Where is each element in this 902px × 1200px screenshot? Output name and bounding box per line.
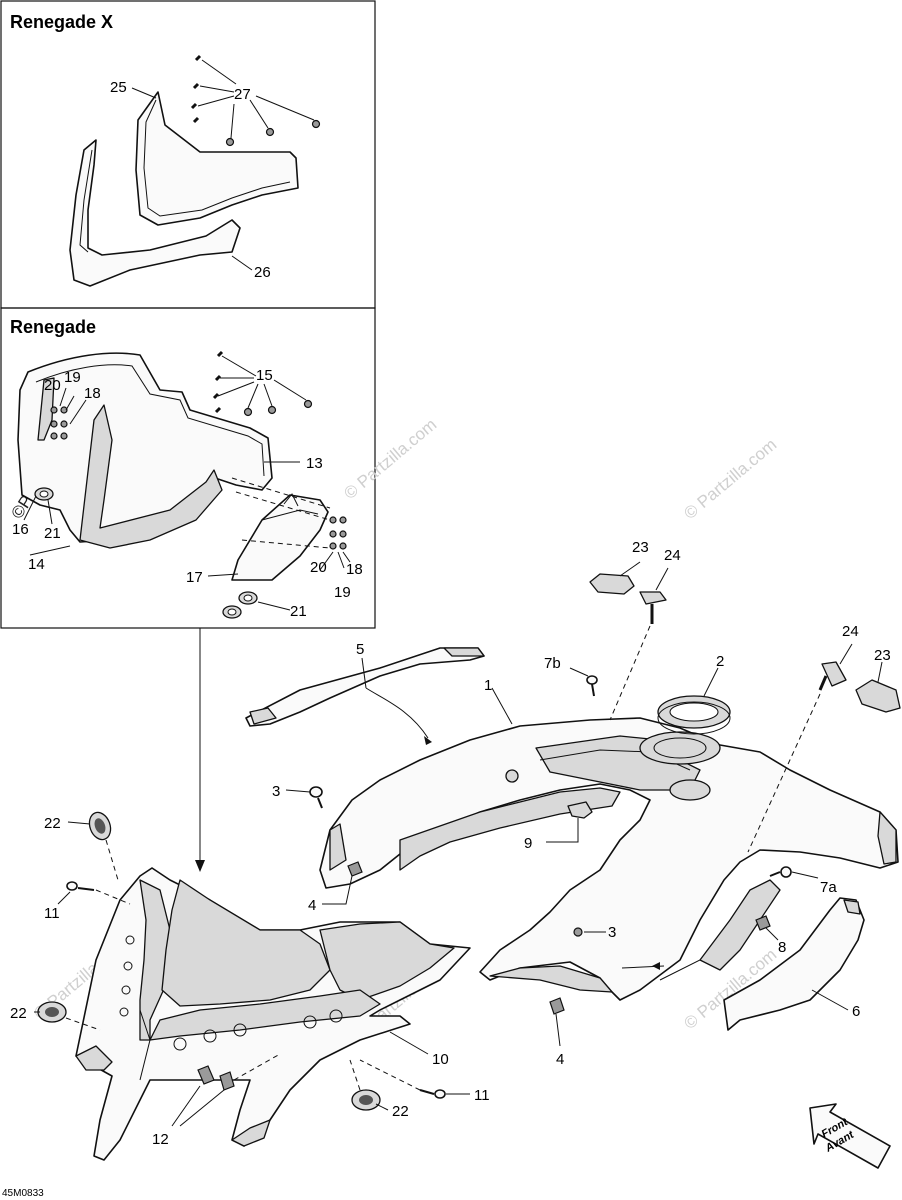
grommets-21 [34, 487, 258, 619]
callout-21b: 21 [290, 603, 307, 620]
inset-pointer-arrowhead [195, 860, 205, 872]
callout-12: 12 [152, 1131, 169, 1148]
rivet-3a-part [309, 786, 323, 809]
callout-25: 25 [110, 79, 127, 96]
clip-9-part [567, 801, 593, 819]
callout-19a: 19 [64, 369, 81, 386]
callout-3b: 3 [608, 924, 616, 941]
callout-13: 13 [306, 455, 323, 472]
callout-11a: 11 [44, 905, 60, 922]
windshield-x-part [135, 91, 299, 226]
side-bracket-part [37, 377, 55, 441]
callout-16: 16 [12, 521, 29, 538]
rivet-7a-part [769, 866, 792, 878]
bolt-24a-part [639, 591, 667, 624]
callout-18a: 18 [84, 385, 101, 402]
callout-27: 27 [234, 86, 251, 103]
nose-holes [119, 935, 343, 1051]
rivet-7b-part [586, 675, 598, 697]
inset-title-renegade-x: Renegade X [10, 12, 113, 32]
callout-8: 8 [778, 939, 786, 956]
inset-box-renegade [0, 307, 376, 629]
bracket-right-part [699, 879, 781, 971]
side-panel-6-part [723, 897, 865, 1031]
callout-4b: 4 [556, 1051, 564, 1068]
trim-x-part [69, 139, 241, 287]
rivet-11a-part [66, 881, 95, 891]
pad-23b-part [855, 679, 901, 713]
callout-4a: 4 [308, 897, 316, 914]
callout-11b: 11 [474, 1087, 490, 1104]
callout-14: 14 [28, 556, 45, 573]
renegade-windshield-group [17, 350, 351, 619]
clip-8-part [755, 915, 771, 931]
grommet-22a-part [88, 811, 112, 841]
callout-7a: 7a [820, 879, 837, 896]
grommet-22b-part [37, 1001, 67, 1023]
callout-1: 1 [484, 677, 492, 694]
pad-23a-part [589, 573, 635, 595]
callout-21a: 21 [44, 525, 61, 542]
callout-17: 17 [186, 569, 203, 586]
callout-15: 15 [256, 367, 273, 384]
callout-23b: 23 [874, 647, 891, 664]
callout-24a: 24 [664, 547, 681, 564]
clip-4a-part [347, 861, 363, 877]
callout-19b: 19 [334, 584, 351, 601]
screws-x [190, 54, 321, 147]
callout-5: 5 [356, 641, 364, 658]
callout-20a: 20 [44, 377, 61, 394]
rivet-11b-part [419, 1089, 446, 1099]
windshield-part [17, 352, 273, 543]
callout-6: 6 [852, 1003, 860, 1020]
callout-22b: 22 [10, 1005, 27, 1022]
callout-23a: 23 [632, 539, 649, 556]
callout-3a: 3 [272, 783, 280, 800]
clip-4b-part [549, 997, 565, 1015]
callout-2: 2 [716, 653, 724, 670]
callout-24b: 24 [842, 623, 859, 640]
clip-12b-part [219, 1071, 235, 1091]
washers-renegade [50, 406, 347, 550]
renegade-x-windshield-group [69, 54, 321, 287]
callout-7b: 7b [544, 655, 561, 672]
front-direction-arrow: Front Avant [809, 1103, 891, 1169]
svg-text:© Partzilla.com: © Partzilla.com [680, 435, 780, 523]
callout-22a: 22 [44, 815, 61, 832]
callout-26: 26 [254, 264, 271, 281]
svg-text:© Partzilla.com: © Partzilla.com [340, 415, 440, 503]
grommet-22c-part [351, 1089, 381, 1111]
callout-9: 9 [524, 835, 532, 852]
screws-15 [212, 350, 313, 417]
bolt-24b-part [818, 661, 847, 691]
callout-20b: 20 [310, 559, 327, 576]
panel-5-part [245, 647, 485, 727]
windshield-trim-part [79, 404, 223, 549]
rivet-3b-part [573, 927, 583, 937]
drawing-reference: 45M0833 [2, 1188, 44, 1199]
inset-title-renegade: Renegade [10, 317, 96, 337]
callout-10: 10 [432, 1051, 449, 1068]
clip-12a-part [197, 1065, 215, 1085]
grommet-2-part [657, 695, 731, 735]
callout-18b: 18 [346, 561, 363, 578]
callout-22c: 22 [392, 1103, 409, 1120]
bracket-17-part [231, 494, 329, 581]
gas-cap-opening [639, 731, 721, 765]
